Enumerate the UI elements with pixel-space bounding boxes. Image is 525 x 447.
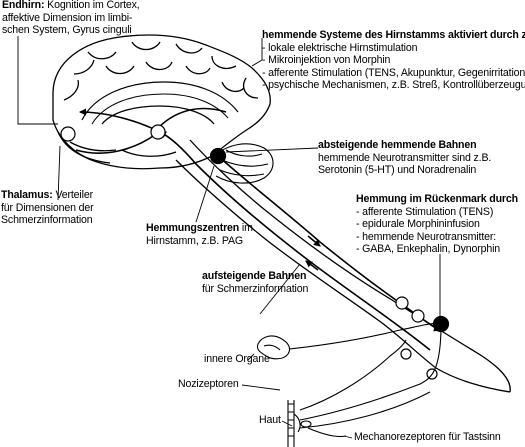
hemmungszentren-line-1: im	[241, 222, 253, 234]
label-innere-organe: innere Organe	[204, 353, 270, 365]
aufsteigende-title: aufsteigende Bahnen	[202, 270, 307, 282]
absteigende-line-2: Serotonin (5-HT) und Noradrenalin	[318, 164, 477, 177]
leader-lines	[17, 36, 441, 439]
label-absteigende-bahnen: absteigende hemmende Bahnen hemmende Neu…	[318, 139, 491, 177]
label-aufsteigende-bahnen: aufsteigende Bahnen für Schmerzinformati…	[202, 270, 308, 295]
hemmungszentren-title: Hemmungszentren	[146, 222, 240, 234]
neuron-circles	[60, 124, 450, 380]
rueckenmark-line-3: - hemmende Neurotransmitter:	[356, 230, 497, 243]
endhirn-line-2: affektive Dimension im limbi-	[2, 11, 133, 24]
hirnstamm-line-2: - Mikroinjektion von Morphin	[262, 54, 391, 67]
thalamus-title: Thalamus:	[1, 189, 53, 201]
cerebellum	[213, 143, 274, 184]
endhirn-title: Endhirn:	[2, 0, 45, 11]
thalamus-line-2: für Dimensionen der	[1, 201, 94, 214]
aufsteigende-line-1: für Schmerzinformation	[202, 282, 309, 295]
absteigende-line-1: hemmende Neurotransmitter sind z.B.	[318, 151, 492, 164]
inner-organ-shape	[256, 335, 291, 360]
pag-neuron	[209, 147, 227, 165]
hirnstamm-title: hemmende Systeme des Hirnstamms aktivier…	[262, 29, 525, 41]
absteigende-title: absteigende hemmende Bahnen	[318, 139, 477, 151]
endhirn-line-3: schen System, Gyrus cinguli	[2, 24, 132, 37]
hirnstamm-line-1: - lokale elektrische Hirnstimulation	[262, 41, 418, 54]
thalamo-cortical-projections	[75, 107, 227, 154]
hirnstamm-line-4: - psychische Mechanismen, z.B. Streß, Ko…	[262, 79, 525, 92]
label-hemmungszentren: Hemmungszentren im Hirnstamm, z.B. PAG	[146, 222, 253, 247]
rueckenmark-line-1: - afferente Stimulation (TENS)	[356, 205, 494, 218]
hirnstamm-line-3: - afferente Stimulation (TENS, Akupunktu…	[262, 66, 525, 79]
label-hirnstamm-systeme: hemmende Systeme des Hirnstamms aktivier…	[262, 29, 525, 92]
label-haut: Haut	[259, 414, 281, 426]
spinal-neuron-1	[395, 296, 409, 310]
ascending-pathway	[159, 131, 431, 351]
thalamus-line-3: Schmerzinformation	[1, 214, 93, 227]
label-mechanorezeptoren: Mechanorezeptoren für Tastsinn	[354, 431, 501, 443]
thalamus-line-1: Verteiler	[55, 189, 93, 201]
hemmungszentren-line-2: Hirnstamm, z.B. PAG	[146, 234, 244, 247]
thalamus-neuron	[150, 124, 166, 140]
skin-with-receptors	[287, 400, 347, 447]
rueckenmark-title: Hemmung im Rückenmark durch	[356, 193, 518, 205]
rueckenmark-line-2: - epidurale Morphininfusion	[356, 218, 480, 231]
cortex-neuron	[60, 126, 76, 142]
label-rueckenmark: Hemmung im Rückenmark durch - afferente …	[356, 193, 518, 256]
label-endhirn: Endhirn: Kognition im Cortex, affektive …	[2, 0, 140, 37]
brainstem-and-spinal-cord	[175, 139, 511, 393]
afferent-fibers	[279, 322, 442, 429]
dorsal-root-neuron	[400, 348, 412, 360]
brain-cortex-outline	[52, 34, 271, 170]
spinal-neuron-2	[411, 309, 425, 323]
rueckenmark-line-4: - GABA, Enkephalin, Dynorphin	[356, 243, 501, 256]
label-thalamus: Thalamus: Verteiler für Dimensionen der …	[1, 189, 94, 227]
endhirn-line-1: Kognition im Cortex,	[47, 0, 140, 11]
label-nozizeptoren: Nozizeptoren	[178, 378, 239, 390]
